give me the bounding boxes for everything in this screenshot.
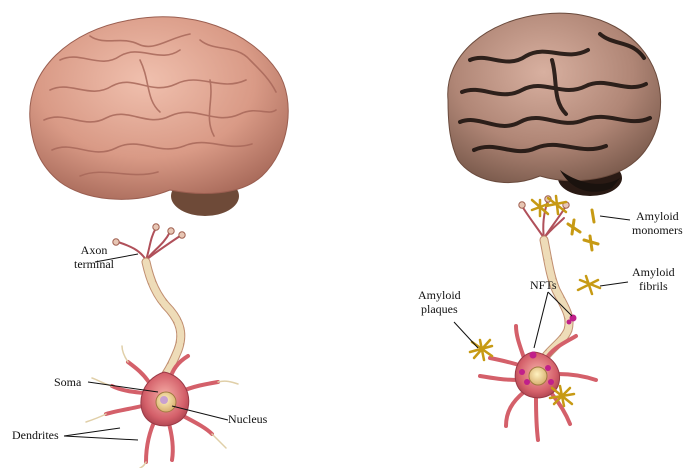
label-amyloid-plaques-line2: plaques bbox=[418, 302, 461, 316]
label-amyloid-fibrils-line2: fibrils bbox=[632, 279, 675, 293]
label-axon-terminal-line1: Axon bbox=[74, 243, 114, 257]
label-nucleus: Nucleus bbox=[228, 412, 267, 426]
healthy-brain bbox=[30, 17, 288, 216]
label-amyloid-monomers-line2: monomers bbox=[632, 223, 683, 237]
label-soma: Soma bbox=[54, 375, 81, 389]
label-amyloid-monomers-line1: Amyloid bbox=[632, 209, 683, 223]
label-amyloid-fibrils: Amyloid fibrils bbox=[632, 265, 675, 293]
label-amyloid-monomers: Amyloid monomers bbox=[632, 209, 683, 237]
amyloid-monomers bbox=[568, 210, 598, 250]
alzheimers-brain bbox=[448, 13, 661, 196]
label-amyloid-plaques: Amyloid plaques bbox=[418, 288, 461, 316]
label-nfts: NFTs bbox=[530, 278, 557, 292]
label-axon-terminal: Axon terminal bbox=[74, 243, 114, 271]
alzheimers-neuron bbox=[470, 196, 600, 440]
label-amyloid-plaques-line1: Amyloid bbox=[418, 288, 461, 302]
label-amyloid-fibrils-line1: Amyloid bbox=[632, 265, 675, 279]
label-dendrites: Dendrites bbox=[12, 428, 59, 442]
label-axon-terminal-line2: terminal bbox=[74, 257, 114, 271]
